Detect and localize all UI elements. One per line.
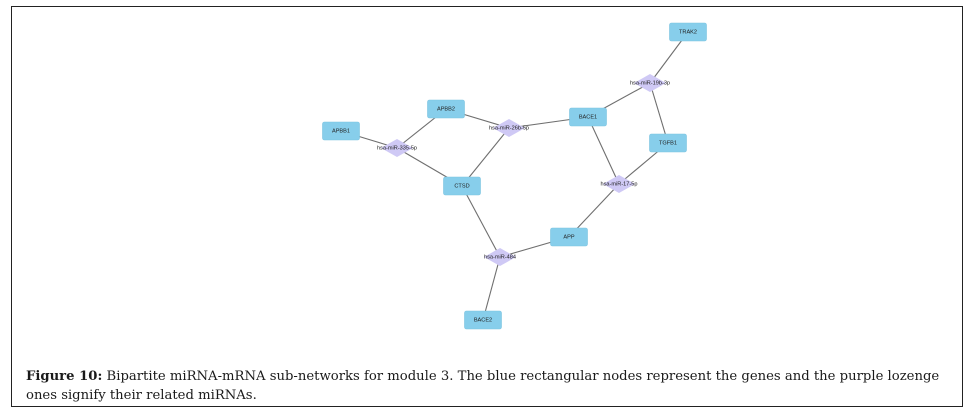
edges-layer — [340, 31, 689, 321]
gene-label: TRAK2 — [679, 29, 697, 35]
gene-rect-shape — [427, 99, 465, 119]
gene-label: BACE1 — [579, 114, 597, 120]
gene-label: APP — [563, 234, 574, 240]
gene-label: APBB2 — [437, 106, 455, 112]
gene-rect-shape — [669, 22, 707, 42]
gene-node-tgfb1: TGFB1 — [649, 133, 687, 153]
mirna-diamond-shape — [484, 248, 516, 266]
mirna-diamond-shape — [381, 139, 413, 157]
gene-node-bace2: BACE2 — [464, 310, 502, 330]
caption-text: Bipartite miRNA-mRNA sub-networks for mo… — [26, 369, 940, 403]
gene-label: APBB1 — [332, 128, 350, 134]
figure-caption: Figure 10: Bipartite miRNA-mRNA sub-netw… — [26, 367, 956, 405]
gene-node-trak2: TRAK2 — [669, 22, 707, 42]
mirna-diamond-shape — [493, 119, 525, 137]
gene-node-apbb2: APBB2 — [427, 99, 465, 119]
mirna-node-hsa-mir-17-5p: hsa-miR-17-5p — [601, 175, 638, 193]
gene-node-app: APP — [550, 227, 588, 247]
gene-rect-shape — [443, 176, 481, 196]
mirna-diamond-shape — [603, 175, 635, 193]
mirna-node-hsa-mir-484: hsa-miR-484 — [484, 248, 516, 266]
gene-node-bace1: BACE1 — [569, 107, 607, 127]
mirna-node-hsa-mir-26b-5p: hsa-miR-26b-5p — [489, 119, 529, 137]
gene-node-ctsd: CTSD — [443, 176, 481, 196]
edge-ctsd-hsa-mir-26b-5p — [461, 127, 510, 187]
mirna-label: hsa-miR-26b-5p — [489, 125, 529, 131]
mirna-node-hsa-mir-335-5p: hsa-miR-335-5p — [377, 139, 417, 157]
edge-tgfb1-hsa-mir-19b-3p — [649, 82, 669, 144]
edge-bace1-hsa-mir-17-5p — [587, 116, 620, 185]
edge-ctsd-hsa-mir-484 — [461, 185, 501, 258]
gene-label: BACE2 — [474, 317, 492, 323]
gene-rect-shape — [322, 121, 360, 141]
gene-node-apbb1: APBB1 — [322, 121, 360, 141]
mirna-label: hsa-miR-17-5p — [601, 181, 638, 187]
edge-bace2-hsa-mir-484 — [482, 256, 501, 321]
figure-frame — [11, 6, 963, 407]
mirna-diamond-shape — [634, 74, 666, 92]
caption-label: Figure 10: — [26, 369, 103, 384]
mirna-node-hsa-mir-19b-3p: hsa-miR-19b-3p — [630, 74, 670, 92]
gene-rect-shape — [464, 310, 502, 330]
gene-rect-shape — [649, 133, 687, 153]
mirna-label: hsa-miR-335-5p — [377, 145, 417, 151]
mirna-label: hsa-miR-19b-3p — [630, 80, 670, 86]
gene-rect-shape — [569, 107, 607, 127]
gene-label: CTSD — [454, 183, 469, 189]
mirna-label: hsa-miR-484 — [484, 254, 516, 260]
gene-label: TGFB1 — [659, 140, 677, 146]
gene-rect-shape — [550, 227, 588, 247]
nodes-layer: hsa-miR-335-5p hsa-miR-26b-5p hsa-miR-19b-… — [322, 22, 707, 330]
